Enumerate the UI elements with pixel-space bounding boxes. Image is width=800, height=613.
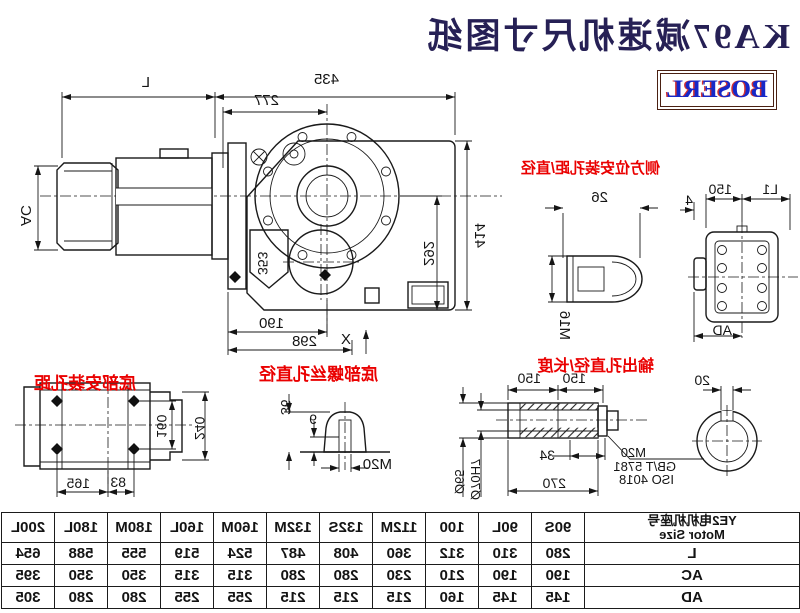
page-title: KA97减速机尺寸图纸 <box>424 17 790 56</box>
table-cell: 230 <box>372 564 426 587</box>
dim-ac: AC <box>17 205 34 226</box>
col-header: 180M <box>107 512 161 543</box>
table-cell: 487 <box>266 542 320 565</box>
col-header: 112M <box>372 512 426 543</box>
callout-m20: M20 <box>620 445 646 460</box>
dim-34: 34 <box>539 447 555 463</box>
dim-277: 277 <box>253 92 279 109</box>
table-cell: 280 <box>531 542 585 565</box>
dim-298: 298 <box>291 333 317 350</box>
dim-83: 83 <box>110 474 126 490</box>
label-bottom-mount: 底部安装孔距 <box>34 374 136 393</box>
dim-165: 165 <box>66 475 90 491</box>
col-header: 90L <box>478 512 532 543</box>
dim-bore-dia: Ø70H7 <box>468 458 483 500</box>
table-cell: 280 <box>266 564 320 587</box>
table-cell: 524 <box>213 542 267 565</box>
table-cell: 145 <box>478 586 532 609</box>
dim-4: 4 <box>685 192 693 208</box>
table-cell: 215 <box>266 586 320 609</box>
dim-l1: L1 <box>762 181 778 197</box>
plate-353: 353 <box>255 251 271 275</box>
dim-150-b: 150 <box>562 370 586 386</box>
table-cell: 280 <box>107 586 161 609</box>
col-header: 180L <box>54 512 108 543</box>
table-cell: 215 <box>319 586 373 609</box>
col-header: 100 <box>425 512 479 543</box>
table-cell: 588 <box>54 542 108 565</box>
col-header: 160M <box>213 512 267 543</box>
table-cell: 280 <box>319 564 373 587</box>
dim-20: 20 <box>694 372 710 388</box>
table-cell: 210 <box>425 564 479 587</box>
dim-190: 190 <box>258 315 284 332</box>
dim-m20-screw: M20 <box>362 456 392 473</box>
table-cell: 190 <box>531 564 585 587</box>
col-header: 90S <box>531 512 585 543</box>
label-side-mount: 侧方位安装孔距/直径 <box>520 160 660 177</box>
table-cell: 255 <box>160 586 214 609</box>
table-cell: 310 <box>478 542 532 565</box>
dim-160: 160 <box>154 414 170 438</box>
table-cell: 255 <box>213 586 267 609</box>
row-label: L <box>584 542 800 565</box>
col-header: 132S <box>319 512 373 543</box>
table-cell: 395 <box>1 564 55 587</box>
dim-150-side: 150 <box>708 181 732 197</box>
dim-150-a: 150 <box>517 370 541 386</box>
col-header: 200L <box>1 512 55 543</box>
table-cell: 145 <box>531 586 585 609</box>
table-cell: 350 <box>54 564 108 587</box>
dim-outer-dia: Ø65 <box>452 469 467 494</box>
row-label: AC <box>584 564 800 587</box>
table-cell: 360 <box>372 542 426 565</box>
dim-9: 9 <box>309 411 317 427</box>
dim-x-mark: X <box>340 331 351 348</box>
callout-iso: ISO 4018 <box>619 472 674 487</box>
dim-m16: M16 <box>556 310 573 340</box>
table-cell: 215 <box>372 586 426 609</box>
dim-414: 414 <box>471 222 488 248</box>
table-cell: 519 <box>160 542 214 565</box>
table-cell: 315 <box>160 564 214 587</box>
table-cell: 555 <box>107 542 161 565</box>
dim-36: 36 <box>278 399 294 415</box>
dim-270: 270 <box>542 475 566 491</box>
table-cell: 408 <box>319 542 373 565</box>
col-header: 160L <box>160 512 214 543</box>
table-cell: 190 <box>478 564 532 587</box>
table-cell: 160 <box>425 586 479 609</box>
dim-240: 240 <box>192 416 208 440</box>
dim-26: 26 <box>591 189 608 206</box>
dim-292: 292 <box>420 240 437 266</box>
dim-motor-length: L <box>141 74 150 91</box>
dim-435: 435 <box>313 71 339 88</box>
boserl-logo: BOSERL <box>657 70 777 110</box>
col-header: 132M <box>266 512 320 543</box>
table-cell: 315 <box>213 564 267 587</box>
dim-ad: AD <box>712 322 732 338</box>
label-output-hole: 输出孔直径/长度 <box>537 358 654 375</box>
row-label: AD <box>584 586 800 609</box>
table-cell: 305 <box>1 586 55 609</box>
table-cell: 350 <box>107 564 161 587</box>
table-cell: 654 <box>1 542 55 565</box>
table-cell: 312 <box>425 542 479 565</box>
table-cell: 280 <box>54 586 108 609</box>
label-bottom-screw: 底部螺丝孔直径 <box>259 365 378 384</box>
